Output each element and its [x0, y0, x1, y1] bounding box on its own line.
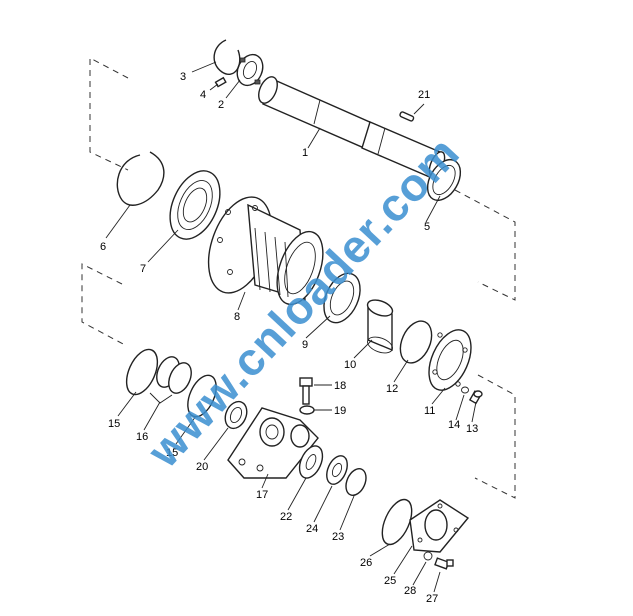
callout-22: 22 [280, 511, 292, 523]
wheel-hub [207, 196, 324, 306]
callout-4: 4 [200, 89, 206, 101]
callout-15b: 15 [166, 447, 178, 459]
callout-7: 7 [140, 263, 146, 275]
retainer-flange [428, 329, 472, 391]
callout-26: 26 [360, 557, 372, 569]
callout-21: 21 [418, 89, 430, 101]
callout-25: 25 [384, 575, 396, 587]
cover-washer [423, 551, 433, 561]
cotter-pin [214, 76, 227, 88]
castle-nut [326, 455, 348, 485]
assembly-outline-right-lower [474, 374, 516, 499]
callout-1: 1 [302, 147, 308, 159]
bracket-bolt [299, 377, 313, 405]
flange-washer [461, 386, 469, 394]
callout-28: 28 [404, 585, 416, 597]
callout-9: 9 [302, 339, 308, 351]
flange-bolt [468, 390, 483, 405]
bearing-inner [323, 272, 361, 324]
callout-labels: 1 2 3 4 5 6 7 8 9 10 11 12 13 14 15 15 1… [100, 71, 478, 605]
shaft-key [399, 111, 415, 122]
thrust-washer [298, 445, 324, 479]
callout-11: 11 [424, 405, 435, 417]
lock-washer [345, 467, 367, 497]
callout-27: 27 [426, 593, 438, 605]
pivot-bushing [224, 400, 248, 430]
o-ring-cover [381, 498, 413, 546]
o-ring-left-inner [187, 374, 217, 418]
callout-3: 3 [180, 71, 186, 83]
split-bushing [149, 356, 192, 404]
assembly-outline-right-upper [454, 189, 516, 301]
callout-15a: 15 [108, 418, 120, 430]
callout-2: 2 [218, 99, 224, 111]
callout-17: 17 [256, 489, 268, 501]
o-ring-left-outer [125, 348, 159, 396]
assembly-outline-lower [81, 263, 126, 346]
bearing-outer [169, 170, 221, 240]
callout-16: 16 [136, 431, 148, 443]
callout-13: 13 [466, 423, 478, 435]
assembly-outline-upper [89, 57, 129, 171]
seal-ring [426, 159, 462, 201]
shaft [258, 76, 446, 179]
callout-24: 24 [306, 523, 318, 535]
callout-23: 23 [332, 531, 344, 543]
mounting-bracket [227, 407, 319, 479]
cover-bolt [434, 557, 454, 570]
callout-14: 14 [448, 419, 460, 431]
callout-20: 20 [196, 461, 208, 473]
callout-10: 10 [344, 359, 356, 371]
callout-6: 6 [100, 241, 106, 253]
end-cover [409, 499, 470, 553]
leader-lines [105, 61, 477, 593]
callout-18: 18 [334, 380, 346, 392]
snap-ring-small [213, 39, 241, 75]
spacer-sleeve [366, 299, 394, 354]
callout-12: 12 [386, 383, 398, 395]
callout-19: 19 [334, 405, 346, 417]
snap-ring-large [116, 151, 165, 206]
callout-5: 5 [424, 221, 430, 233]
callout-8: 8 [234, 311, 240, 323]
bracket-washer [299, 405, 315, 415]
